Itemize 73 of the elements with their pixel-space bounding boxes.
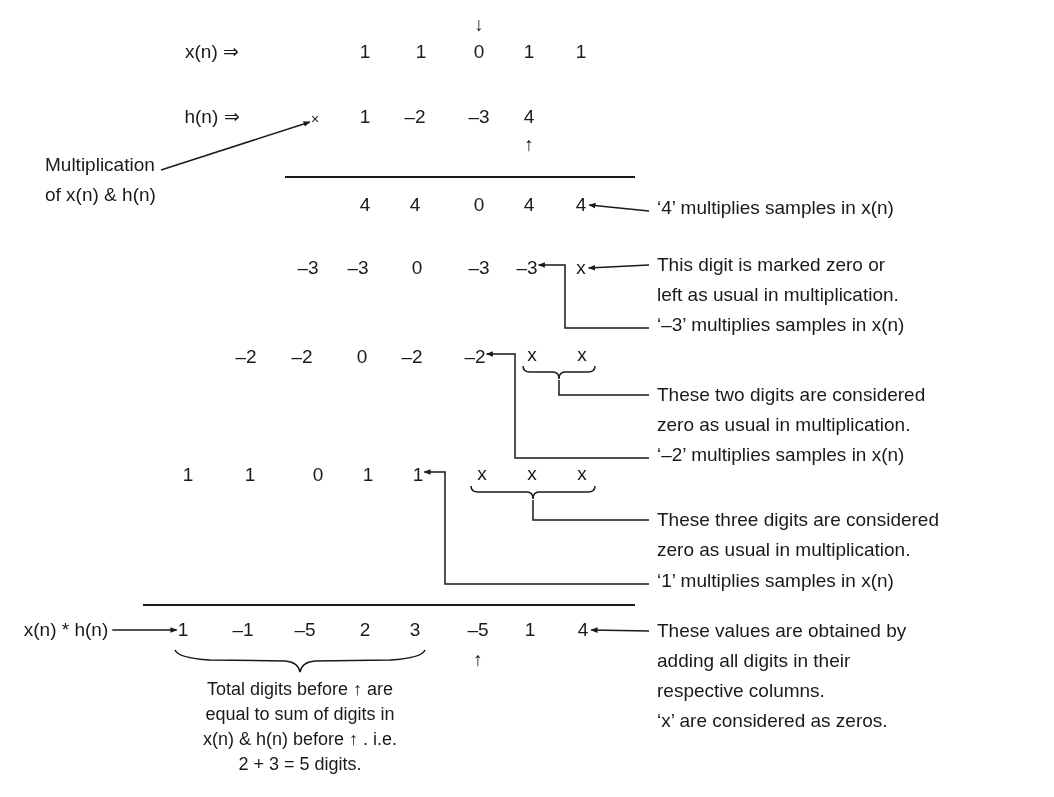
sequence-value: 0: [312, 463, 324, 487]
sequence-value: 4: [359, 193, 371, 217]
sequence-value: 4: [409, 193, 421, 217]
sequence-value: 1: [575, 40, 587, 64]
annotation-text: ‘1’ multiplies samples in x(n): [657, 569, 894, 593]
placeholder-mark: x: [527, 462, 537, 486]
pointer-arrow: [111, 627, 178, 633]
pointer-arrow: [423, 469, 650, 585]
pointer-arrow: [485, 351, 650, 459]
sequence-value: 1: [244, 463, 256, 487]
sequence-value: 2: [359, 618, 371, 642]
sequence-value: –3: [347, 256, 369, 280]
origin-marker: ↑: [473, 648, 483, 672]
annotation-text: ‘–2’ multiplies samples in x(n): [657, 443, 905, 467]
sequence-value: 1: [412, 463, 424, 487]
sequence-value: 0: [473, 193, 485, 217]
annotation-text: ‘–3’ multiplies samples in x(n): [657, 313, 905, 337]
sequence-value: –5: [294, 618, 316, 642]
placeholder-mark: x: [577, 343, 587, 367]
sequence-value: –2: [235, 345, 257, 369]
leader-line: [558, 379, 650, 396]
sequence-label: x(n) ⇒: [185, 40, 239, 64]
annotation-text: Multiplication of x(n) & h(n): [45, 150, 167, 210]
sequence-value: 1: [415, 40, 427, 64]
sequence-value: –5: [467, 618, 489, 642]
pointer-arrow: [588, 202, 650, 212]
sequence-value: 1: [523, 40, 535, 64]
sequence-value: 4: [575, 193, 587, 217]
sequence-value: 3: [409, 618, 421, 642]
sequence-value: 1: [362, 463, 374, 487]
sequence-value: –3: [468, 105, 490, 129]
leader-line: [532, 499, 650, 521]
sequence-value: 0: [411, 256, 423, 280]
placeholder-mark: x: [577, 462, 587, 486]
sequence-value: –2: [404, 105, 426, 129]
placeholder-mark: x: [527, 343, 537, 367]
origin-marker: ↓: [474, 13, 484, 37]
sequence-label: h(n) ⇒: [184, 105, 240, 129]
multiplication-sign: ×: [310, 107, 320, 131]
annotation-text: These two digits are considered zero as usual in multiplication.: [657, 380, 942, 440]
sequence-value: 0: [473, 40, 485, 64]
sequence-value: 4: [523, 105, 535, 129]
annotation-text: These three digits are considered zero as usual in multiplication.: [657, 505, 955, 565]
sequence-value: 4: [577, 618, 589, 642]
sequence-value: 1: [524, 618, 536, 642]
sequence-value: 1: [359, 105, 371, 129]
sequence-value: 4: [523, 193, 535, 217]
sequence-value: –2: [401, 345, 423, 369]
sequence-value: –3: [468, 256, 490, 280]
curly-brace: [522, 366, 596, 380]
pointer-arrow: [160, 121, 311, 171]
sequence-value: 0: [356, 345, 368, 369]
placeholder-mark: x: [576, 256, 586, 280]
pointer-arrow: [537, 262, 650, 329]
origin-marker: ↑: [524, 133, 534, 157]
sequence-value: –1: [232, 618, 254, 642]
sequence-value: –2: [464, 345, 486, 369]
placeholder-mark: x: [477, 462, 487, 486]
sequence-value: 1: [177, 618, 189, 642]
sequence-value: –3: [297, 256, 319, 280]
sequence-value: 1: [182, 463, 194, 487]
pointer-arrow: [588, 264, 650, 271]
curly-brace: [470, 486, 596, 500]
pointer-arrow: [590, 627, 650, 633]
annotation-text: These values are obtained by adding all digits in their respective columns.: [657, 619, 907, 703]
note-text: Total digits before ↑ are equal to sum of digits in x(n) & h(n) before ↑ . i.e. 2 + 3 = 5 digits.: [201, 678, 399, 776]
sequence-label: x(n) * h(n): [23, 618, 109, 642]
annotation-text: ‘4’ multiplies samples in x(n): [657, 196, 894, 220]
sequence-value: –2: [291, 345, 313, 369]
sequence-value: 1: [359, 40, 371, 64]
annotation-text: ‘x’ are considered as zeros.: [657, 709, 889, 733]
sequence-value: –3: [516, 256, 538, 280]
annotation-text: This digit is marked zero or left as usual in multiplication.: [657, 250, 907, 310]
